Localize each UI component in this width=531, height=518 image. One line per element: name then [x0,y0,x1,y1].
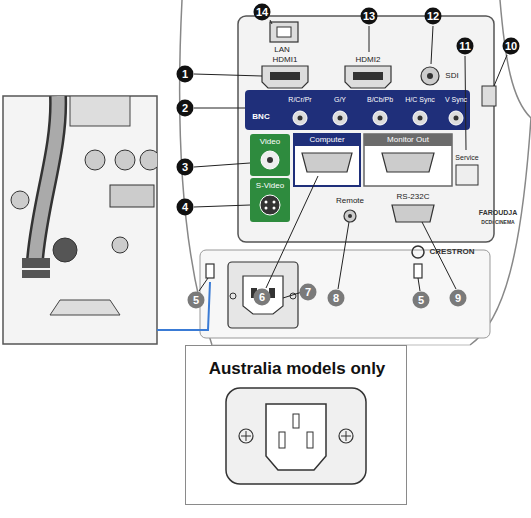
callout-number: 8 [328,290,345,307]
panel-label: Computer [309,136,344,144]
callout-number: 10 [503,38,520,55]
port-label: Service [454,154,479,161]
panel-label: G/Y [334,96,346,103]
callout-number: 11 [457,38,474,55]
callout-number: 3 [177,159,194,176]
panel-label: BNC [252,113,269,121]
callout-number: 1 [177,66,194,83]
callout-number: 9 [450,290,467,307]
panel-label: Australia models only [209,360,386,377]
callout-number: 5 [413,292,430,309]
computer-panel: Computer [294,134,360,186]
panel-label: V Sync [445,96,467,103]
brand-logo-text: FAROUDJA [479,209,518,216]
callout-number: 7 [300,284,317,301]
port-label: HDMI2 [355,56,382,64]
brand-logo-text: CRESTRON [430,248,475,256]
port-label: Remote [335,197,365,205]
callout-number: 6 [254,289,271,306]
callout-number: 5 [188,292,205,309]
panel-label: B/Cb/Pb [367,96,393,103]
panel-label: Monitor Out [387,136,429,144]
panel-label: Video [260,138,280,146]
australia-box: Australia models only [185,345,407,505]
s-video-panel: S-Video [250,178,290,222]
panel-label: R/Cr/Pr [288,96,311,103]
video-panel: Video [250,134,290,176]
callout-number: 14 [254,4,271,21]
port-label: LAN [273,46,291,54]
port-label: SDI [444,72,459,80]
port-label: HDMI1 [272,56,299,64]
callout-number: 13 [361,8,378,25]
port-label: RS-232C [396,193,431,201]
panel-label: H/C Sync [405,96,435,103]
monitor-out-panel: Monitor Out [364,134,452,186]
callout-number: 2 [177,100,194,117]
bnc-panel: BNC R/Cr/Pr G/Y B/Cb/Pb H/C Sync V Sync [245,90,470,130]
brand-logo-text: DCDi CINEMA [481,220,514,225]
panel-label: S-Video [256,182,284,190]
callout-number: 12 [425,8,442,25]
callout-number: 4 [177,199,194,216]
